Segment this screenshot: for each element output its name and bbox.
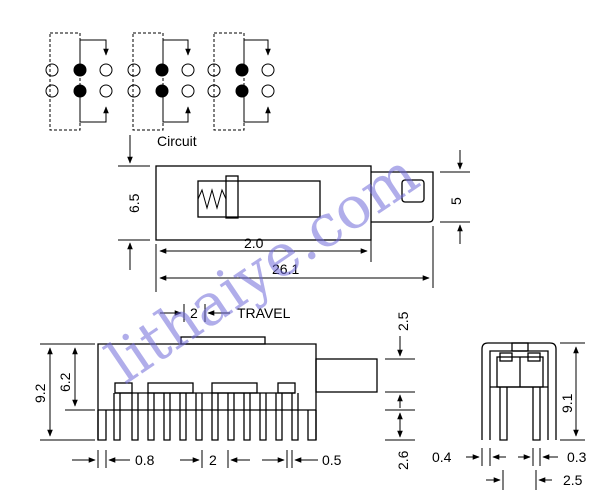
dim-2-0: 2.0: [155, 224, 372, 292]
side-view: 9.1 0.4 0.3 2.5: [432, 342, 587, 490]
dim-side-height-text: 9.1: [559, 393, 575, 413]
dim-side-pin-width-text: 0.4: [432, 449, 452, 465]
dim-height-total: 9.2: [32, 343, 95, 441]
circuit-group-3: [207, 32, 275, 131]
dim-side-pin-width: 0.4: [432, 448, 506, 466]
circuit-group-1: [45, 32, 113, 131]
watermark-text: lithaiye.com: [95, 140, 431, 397]
dim-side-pin-thickness: 0.3: [518, 448, 587, 466]
dim-height-body-text: 6.2: [57, 372, 73, 392]
dim-pin-length-text: 2.6: [395, 450, 411, 470]
dim-pin-bottom: 0.8 2 0.5: [72, 450, 342, 468]
dim-pin-width-text: 0.8: [135, 452, 155, 468]
dim-pin-thickness-text: 0.5: [322, 452, 342, 468]
dim-side-height: 9.1: [559, 342, 585, 441]
dim-actuator-width-text: 5: [448, 197, 464, 205]
dim-actuator-height: 2.5: [385, 311, 415, 408]
dim-actuator-width: 5: [440, 150, 470, 244]
dim-height-body: 6.2: [57, 347, 95, 411]
dim-pin-pitch-text: 2: [209, 452, 217, 468]
dim-side-row-pitch: 2.5: [486, 470, 583, 490]
dim-height-top: 6.5: [118, 135, 150, 270]
dim-length-total-text: 26.1: [272, 261, 299, 277]
dim-height-total-text: 9.2: [32, 383, 48, 403]
circuit-diagram: Circuit: [45, 32, 275, 149]
front-view: 9.2 6.2 2.5 2.6 0.: [32, 311, 415, 470]
circuit-group-2: [127, 32, 195, 131]
dim-actuator-height-text: 2.5: [395, 311, 411, 331]
dim-2-0-text: 2.0: [244, 235, 264, 251]
front-pins: [97, 393, 317, 441]
circuit-label: Circuit: [157, 133, 197, 149]
travel-label: TRAVEL: [237, 305, 291, 321]
dim-pin-length: 2.6: [385, 409, 415, 470]
dim-length-total: 26.1: [159, 226, 434, 288]
top-view: 6.5 5 2.0 26.1: [118, 135, 470, 292]
dim-height-top-text: 6.5: [126, 193, 142, 213]
dim-side-pin-thickness-text: 0.3: [567, 449, 587, 465]
dim-side-row-pitch-text: 2.5: [563, 472, 583, 488]
travel-value: 2: [190, 305, 198, 321]
travel-dimension: 2 TRAVEL: [160, 304, 291, 322]
